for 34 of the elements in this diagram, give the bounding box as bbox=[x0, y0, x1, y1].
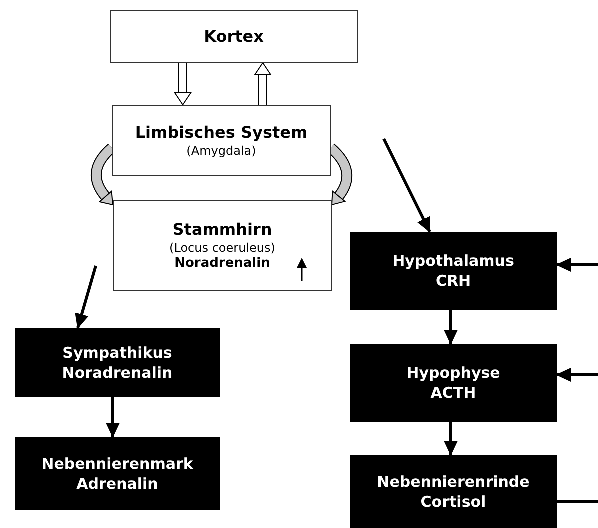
box-subtitle: Noradrenalin bbox=[174, 256, 270, 272]
box-subtitle: ACTH bbox=[430, 383, 476, 403]
hollow-arrow bbox=[174, 63, 192, 106]
process-box bbox=[350, 455, 557, 528]
process-box bbox=[350, 232, 557, 310]
box-title: Hypophyse bbox=[406, 363, 500, 383]
process-box bbox=[350, 344, 557, 422]
box-subtitle: Noradrenalin bbox=[62, 362, 173, 382]
brain-region-box bbox=[110, 10, 358, 63]
box-subtitle: CRH bbox=[436, 271, 472, 291]
process-box bbox=[15, 328, 220, 397]
box-subtitle: Cortisol bbox=[420, 492, 486, 512]
arrow bbox=[75, 266, 98, 329]
box-title: Stammhirn bbox=[172, 219, 272, 241]
hollow-arrow bbox=[254, 62, 272, 105]
box-title: Limbisches System bbox=[135, 122, 308, 144]
box-subtitle: Adrenalin bbox=[76, 474, 158, 494]
brain-region-box bbox=[113, 200, 332, 291]
arrow bbox=[444, 310, 458, 345]
process-box bbox=[15, 437, 220, 510]
arrow bbox=[106, 397, 120, 438]
arrow bbox=[382, 138, 432, 233]
brain-region-box bbox=[112, 105, 331, 176]
box-title: Nebennierenmark bbox=[42, 454, 194, 474]
box-title: Hypothalamus bbox=[392, 251, 514, 271]
arrow bbox=[556, 368, 598, 382]
box-title: Sympathikus bbox=[62, 342, 172, 362]
box-subtitle: (Amygdala) bbox=[186, 144, 256, 159]
curved-arrow bbox=[91, 144, 116, 206]
arrow bbox=[444, 422, 458, 456]
box-title: Nebennierenrinde bbox=[377, 472, 530, 492]
arrow bbox=[556, 258, 598, 272]
box-subtitle: (Locus coeruleus) bbox=[170, 241, 276, 256]
box-title: Kortex bbox=[204, 26, 264, 48]
